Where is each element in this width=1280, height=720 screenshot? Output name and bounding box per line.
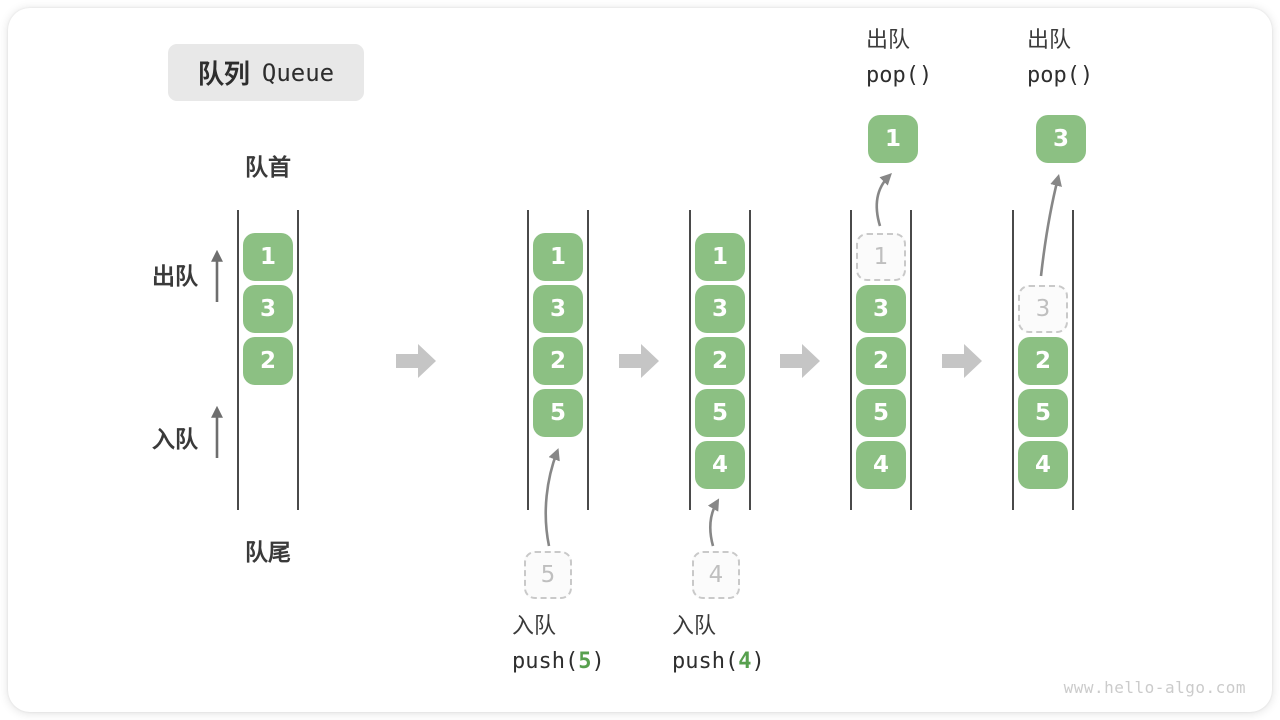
- op-call-text: push(5): [512, 649, 605, 675]
- queue-cell: 3: [695, 285, 745, 333]
- queue-rear-label: 队尾: [245, 540, 291, 566]
- op-action-text: 出队: [866, 28, 911, 53]
- queue-rail-left: [850, 210, 852, 510]
- title-zh: 队列: [197, 60, 250, 90]
- push-4-operation-label: 入队 push(4): [672, 614, 765, 676]
- op-action-text: 入队: [672, 614, 717, 639]
- queue-ghost-cell: 3: [1018, 285, 1068, 333]
- queue-cell: 2: [856, 337, 906, 385]
- op-action-text: 入队: [512, 614, 557, 639]
- queue-cell: 5: [1018, 389, 1068, 437]
- op-call-text: push(4): [672, 649, 765, 675]
- enqueue-direction-label: 入队: [152, 427, 198, 453]
- queue-cell: 3: [856, 285, 906, 333]
- queue-rail-right: [297, 210, 299, 510]
- pop-operation-label: 出队 pop(): [1027, 28, 1093, 90]
- queue-cell: 1: [243, 233, 293, 281]
- pending-push-cell: 5: [524, 551, 572, 599]
- title-badge: 队列 Queue: [168, 44, 364, 101]
- op-arg-text: 5: [578, 649, 592, 675]
- queue-cell: 2: [1018, 337, 1068, 385]
- op-call-text: pop(): [866, 63, 933, 89]
- queue-state-3: 1 3 2 5 4: [689, 210, 751, 510]
- queue-rail-right: [910, 210, 912, 510]
- queue-cell: 5: [533, 389, 583, 437]
- queue-cell: 4: [856, 441, 906, 489]
- queue-rail-left: [237, 210, 239, 510]
- queue-cell: 5: [695, 389, 745, 437]
- popped-cell: 3: [1036, 115, 1086, 163]
- queue-rail-left: [689, 210, 691, 510]
- op-arg-text: 4: [738, 649, 752, 675]
- queue-rail-right: [587, 210, 589, 510]
- queue-cell: 4: [1018, 441, 1068, 489]
- queue-rail-left: [527, 210, 529, 510]
- queue-cell: 2: [243, 337, 293, 385]
- queue-rail-right: [1072, 210, 1074, 510]
- op-action-text: 出队: [1027, 28, 1072, 53]
- pending-push-cell: 4: [692, 551, 740, 599]
- queue-cell: 1: [695, 233, 745, 281]
- queue-state-5: 3 2 5 4: [1012, 210, 1074, 510]
- watermark: www.hello-algo.com: [1063, 678, 1246, 697]
- queue-cell: 2: [533, 337, 583, 385]
- queue-cell: 5: [856, 389, 906, 437]
- queue-cell: 3: [243, 285, 293, 333]
- queue-state-4: 1 3 2 5 4: [850, 210, 912, 510]
- queue-front-label: 队首: [245, 155, 291, 181]
- push-5-operation-label: 入队 push(5): [512, 614, 605, 676]
- queue-state-1: 1 3 2: [237, 210, 299, 510]
- queue-cell: 3: [533, 285, 583, 333]
- title-en: Queue: [261, 58, 335, 87]
- queue-rail-right: [749, 210, 751, 510]
- card-background: [8, 8, 1272, 712]
- queue-ghost-cell: 1: [856, 233, 906, 281]
- pop-operation-label: 出队 pop(): [866, 28, 932, 90]
- dequeue-direction-label: 出队: [152, 264, 198, 290]
- queue-rail-left: [1012, 210, 1014, 510]
- queue-state-2: 1 3 2 5: [527, 210, 589, 510]
- queue-cell: 2: [695, 337, 745, 385]
- queue-cell: 1: [533, 233, 583, 281]
- queue-cell: 4: [695, 441, 745, 489]
- op-call-text: pop(): [1027, 63, 1094, 89]
- popped-cell: 1: [868, 115, 918, 163]
